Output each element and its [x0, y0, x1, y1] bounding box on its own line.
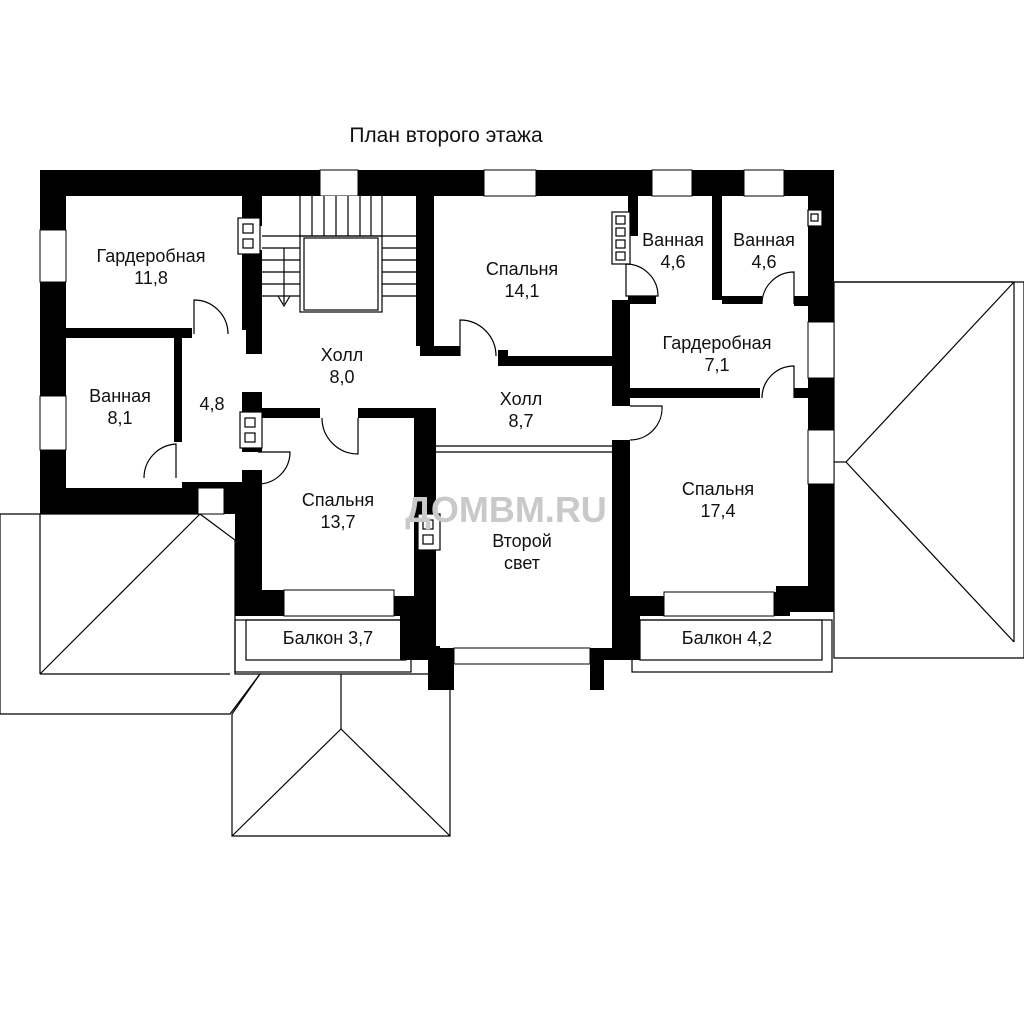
room-area: 8,0 — [329, 367, 354, 387]
room-name: Гардеробная — [663, 333, 772, 353]
room-area: 14,1 — [504, 281, 539, 301]
room-area: 7,1 — [704, 355, 729, 375]
room-name: Холл — [321, 345, 363, 365]
room-name: Спальня — [302, 490, 374, 510]
room-area: 4,8 — [199, 394, 224, 414]
room-area: свет — [504, 553, 540, 573]
plan-title: План второго этажа — [349, 124, 543, 147]
room-labels: Гардеробная 11,8 Спальня 14,1 Ванная 4,6… — [89, 230, 795, 648]
room-area: 4,6 — [751, 252, 776, 272]
room-area: 8,7 — [508, 411, 533, 431]
room-area: 13,7 — [320, 512, 355, 532]
watermark: ДОМВМ.RU — [405, 489, 607, 530]
balconies — [234, 619, 833, 673]
second-light-railing — [436, 445, 612, 453]
roof-left — [0, 513, 262, 715]
roof-bottom — [231, 673, 451, 837]
room-name: Спальня — [682, 479, 754, 499]
room-name: Ванная — [733, 230, 795, 250]
room-name: Гардеробная — [97, 246, 206, 266]
vent-shafts — [237, 209, 823, 551]
room-name: Ванная — [89, 386, 151, 406]
room-name: Ванная — [642, 230, 704, 250]
interior-walls — [66, 196, 808, 648]
balcony-label: Балкон 4,2 — [682, 628, 772, 648]
room-name: Холл — [500, 389, 542, 409]
room-area: 4,6 — [660, 252, 685, 272]
windows — [39, 169, 835, 665]
room-area: 8,1 — [107, 408, 132, 428]
room-name: Второй — [492, 531, 552, 551]
room-area: 11,8 — [134, 268, 168, 288]
door-swings — [143, 263, 795, 485]
room-name: Спальня — [486, 259, 558, 279]
roof-outlines — [0, 281, 1024, 837]
balcony-label: Балкон 3,7 — [283, 628, 373, 648]
room-area: 17,4 — [700, 501, 735, 521]
staircase — [262, 196, 416, 313]
roof-right — [833, 281, 1024, 659]
